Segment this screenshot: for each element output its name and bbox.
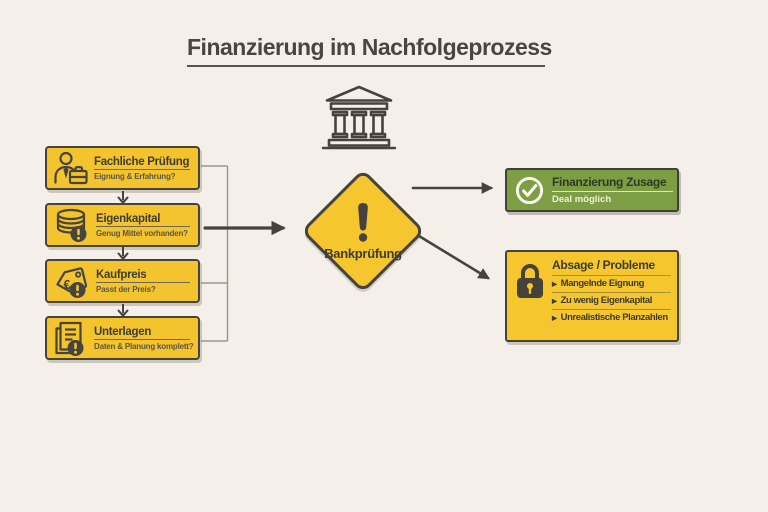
page-title: Finanzierung im Nachfolgeprozess (187, 34, 552, 67)
approval-divider (552, 191, 673, 192)
check-circle-icon (515, 176, 544, 204)
rejection-divider (552, 308, 671, 310)
bullet-icon: ▶ (552, 280, 557, 288)
step-divider (96, 226, 191, 227)
rejection-title: Absage / Probleme (552, 258, 655, 272)
rejection-item: ▶ Unrealistische Planzahlen (552, 312, 671, 323)
euro-symbol: € (62, 276, 73, 292)
rejection-item-label: Unrealistische Planzahlen (560, 312, 669, 323)
exclamation-icon (358, 203, 368, 242)
step-divider (94, 169, 190, 170)
rejection-divider (552, 291, 671, 293)
step-fachliche-pruefung: Fachliche Prüfung Eignung & Erfahrung? (45, 146, 200, 190)
step-label: Kaufpreis (96, 268, 147, 281)
down-arrow-icon (117, 191, 129, 204)
price-tag-alert-icon: € (56, 267, 88, 298)
approval-box: Finanzierung Zusage Deal möglich (505, 168, 679, 212)
documents-alert-icon (55, 321, 84, 356)
approval-title: Finanzierung Zusage (552, 175, 667, 189)
bank-building-icon (321, 85, 397, 150)
step-question: Passt der Preis? (96, 284, 156, 294)
rejection-divider (552, 274, 671, 276)
bullet-icon: ▶ (552, 297, 557, 305)
rejection-item: ▶ Mangelnde Eignung (552, 278, 671, 289)
step-label: Fachliche Prüfung (94, 155, 190, 168)
down-arrow-icon (117, 247, 129, 260)
step-kaufpreis: € Kaufpreis Passt der Preis? (45, 259, 200, 303)
decision-label: Bankprüfung (324, 246, 402, 261)
step-eigenkapital: Eigenkapital Genug Mittel vorhanden? (45, 203, 200, 247)
step-divider (96, 282, 191, 283)
lock-icon (517, 264, 543, 298)
bullet-icon: ▶ (552, 314, 557, 322)
title-underline (187, 65, 545, 67)
step-question: Eignung & Erfahrung? (94, 171, 176, 181)
approval-subtitle: Deal möglich (552, 194, 612, 205)
rejection-box: Absage / Probleme ▶ Mangelnde Eignung ▶ … (505, 250, 679, 342)
coins-alert-icon (56, 208, 87, 242)
rejection-item: ▶ Zu wenig Eigenkapital (552, 295, 671, 306)
step-unterlagen: Unterlagen Daten & Planung komplett? (45, 316, 200, 360)
person-briefcase-icon (54, 151, 88, 185)
step-question: Daten & Planung komplett? (94, 341, 194, 351)
down-arrow-icon (117, 304, 129, 317)
decision-diamond-content: Bankprüfung (301, 169, 425, 293)
rejection-item-label: Zu wenig Eigenkapital (560, 295, 653, 306)
rejection-item-label: Mangelnde Eignung (560, 278, 645, 289)
step-label: Unterlagen (94, 325, 152, 338)
step-question: Genug Mittel vorhanden? (96, 228, 188, 238)
step-label: Eigenkapital (96, 212, 161, 225)
step-divider (94, 339, 190, 340)
diagram-title: Finanzierung im Nachfolgeprozess (187, 34, 552, 60)
